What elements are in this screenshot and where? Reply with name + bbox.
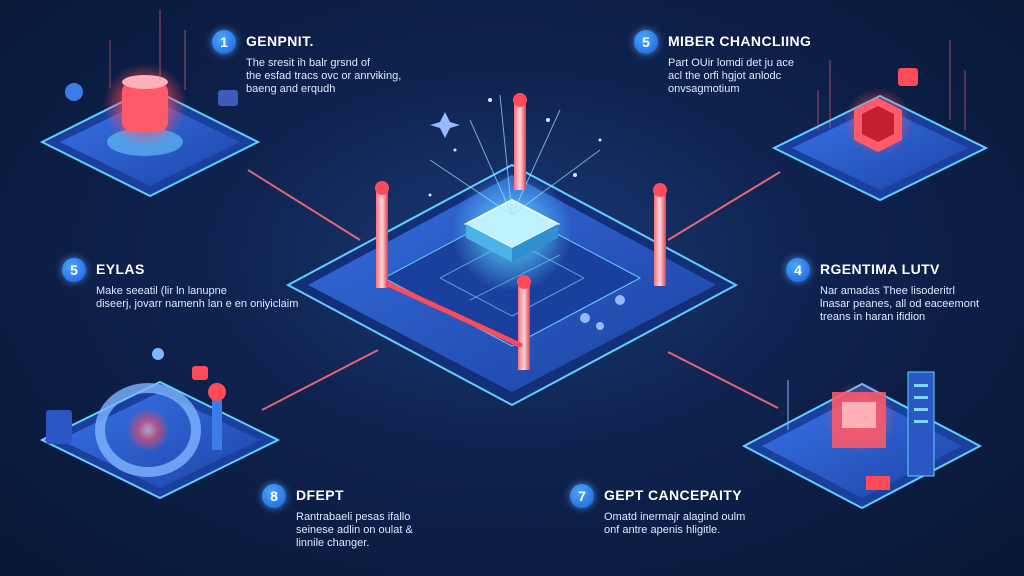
step-number-badge: 7 xyxy=(570,484,594,508)
step-number-badge: 5 xyxy=(62,258,86,282)
pillar-left xyxy=(376,188,388,288)
module-bottom-right xyxy=(741,371,983,510)
step-description: Omatd inermajr alagind oulm onf antre ap… xyxy=(604,511,746,536)
step-description: Rantrabaeli pesas ifallo seinese adlin o… xyxy=(296,511,413,549)
beam-top-left xyxy=(247,169,361,241)
step-5: 5 EYLAS Make seeatil (lir ln lanupne dis… xyxy=(62,258,298,311)
connector-beams xyxy=(247,169,781,411)
step-number-badge: 4 xyxy=(786,258,810,282)
module-top-left xyxy=(39,10,261,198)
step-6: 5 MIBER CHANCLIING Part OUir lomdi det j… xyxy=(634,30,811,96)
beam-bottom-left xyxy=(261,349,379,411)
step-description: Make seeatil (lir ln lanupne diseerj, jo… xyxy=(96,285,299,310)
step-number-badge: 1 xyxy=(212,30,236,54)
spark-rays xyxy=(429,94,601,216)
module-top-right xyxy=(771,40,989,202)
step-description: Nar amadas Thee lisoderitrl lnasar peane… xyxy=(820,285,979,323)
beam-top-right xyxy=(667,171,781,241)
step-8: 8 DFEPT Rantrabaeli pesas ifallo seinese… xyxy=(262,484,413,550)
step-description: Part OUir lomdi det ju ace acl the orfi … xyxy=(668,57,794,95)
step-number-badge: 8 xyxy=(262,484,286,508)
sparkles xyxy=(428,98,602,197)
beam-bottom-right xyxy=(667,351,779,409)
step-7: 7 GEPT CANCEPAITY Omatd inermajr alagind… xyxy=(570,484,745,537)
pillar-right xyxy=(654,190,666,286)
central-hub xyxy=(285,93,739,407)
step-title: DFEPT xyxy=(296,487,344,503)
pillar-front xyxy=(518,282,530,370)
chip-side-right xyxy=(512,224,558,262)
module-bottom-left xyxy=(39,348,281,500)
step-title: GENPNIT. xyxy=(246,33,314,49)
step-title: GEPT CANCEPAITY xyxy=(604,487,742,503)
step-number-badge: 5 xyxy=(634,30,658,54)
chip-side-left xyxy=(466,224,512,262)
step-title: RGENTIMA LUTV xyxy=(820,261,940,277)
star-icon xyxy=(430,112,460,138)
step-title: MIBER CHANCLIING xyxy=(668,33,812,49)
red-rail xyxy=(385,281,523,348)
step-description: The sresit ih balr grsnd of the esfad tr… xyxy=(246,57,402,95)
step-4: 4 RGENTIMA LUTV Nar amadas Thee lisoderi… xyxy=(786,258,979,324)
pillar-center-back xyxy=(514,100,526,190)
step-title: EYLAS xyxy=(96,261,145,277)
step-1: 1 GENPNIT. The sresit ih balr grsnd of t… xyxy=(212,30,401,96)
red-pillars xyxy=(375,93,667,370)
